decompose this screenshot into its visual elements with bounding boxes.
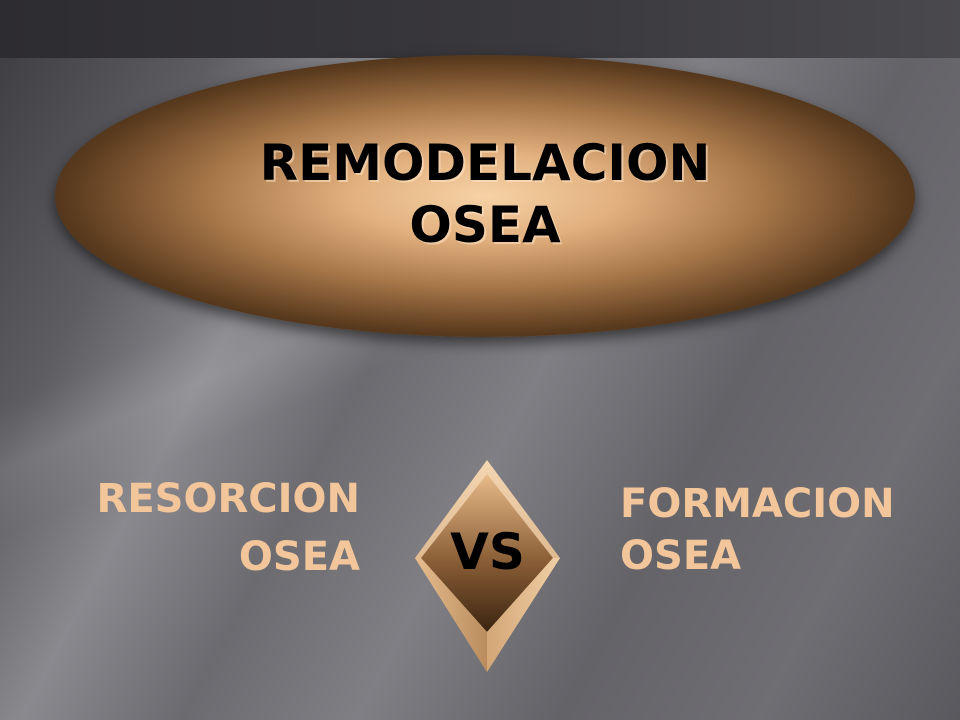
diamond-left-side [415,558,487,672]
title-line-2: OSEA [409,196,561,254]
formacion-line-1: FORMACION [620,481,895,527]
title-line-1: REMODELACION [259,134,711,192]
title-ellipse [55,55,915,337]
slide-title: REMODELACION OSEA [55,132,915,256]
vs-label: VS [450,523,525,581]
formacion-label: FORMACION OSEA [620,478,940,582]
diamond-right-side [487,558,560,672]
formacion-line-2: OSEA [620,533,742,579]
resorcion-line-1: RESORCION [96,476,360,522]
top-dark-band [0,0,960,58]
resorcion-label: RESORCION OSEA [40,470,360,586]
resorcion-line-2: OSEA [238,534,360,580]
diamond-inner-face [421,474,553,632]
vs-diamond-shape [415,460,560,672]
